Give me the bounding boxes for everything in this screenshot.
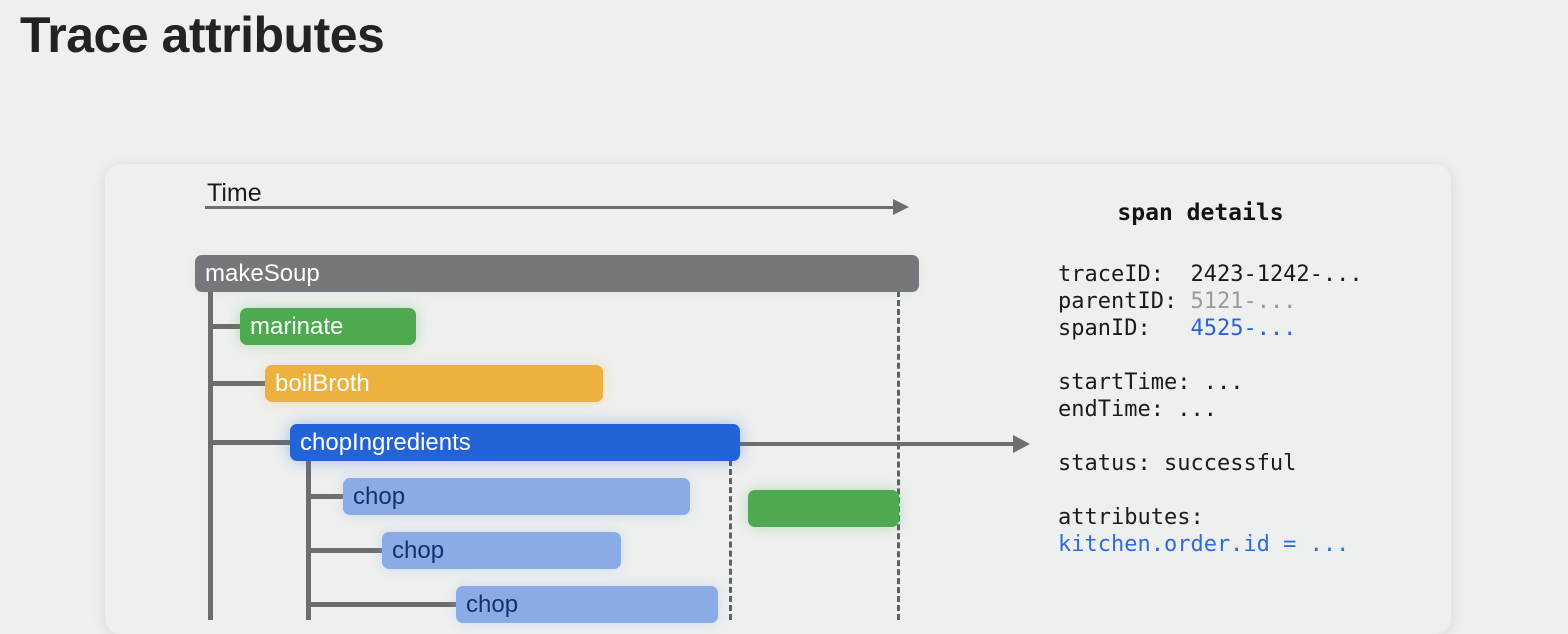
detail-value-spanid: 4525-...: [1190, 316, 1297, 341]
detail-pointer-arrow-icon: [1013, 435, 1030, 453]
dashed-guide-left: [729, 460, 732, 620]
detail-key-attributes: attributes:: [1058, 505, 1204, 530]
detail-value-parentid: 5121-...: [1190, 289, 1297, 314]
time-axis-line: [205, 206, 895, 209]
detail-row-parentid: parentID: 5121-...: [1058, 288, 1398, 315]
span-bar-chopingredients[interactable]: chopIngredients: [290, 424, 740, 461]
detail-key-endtime: endTime:: [1058, 397, 1164, 422]
detail-spacer-3: [1058, 477, 1398, 504]
time-axis-label: Time: [207, 179, 262, 207]
detail-row-endtime: endTime: ...: [1058, 396, 1398, 423]
detail-value-endtime: ...: [1177, 397, 1217, 422]
detail-value-starttime: ...: [1203, 370, 1244, 395]
detail-key-parentid: parentID:: [1058, 289, 1178, 314]
span-label-chopingredients: chopIngredients: [300, 428, 471, 456]
connector-branch-chop-1: [306, 494, 348, 499]
span-bar-chop-3[interactable]: chop: [456, 586, 718, 623]
detail-key-status: status:: [1058, 451, 1151, 476]
detail-spacer-2: [1058, 423, 1398, 450]
span-label-makesoup: makeSoup: [205, 259, 320, 287]
connector-branch-chopingredients: [208, 440, 296, 445]
span-label-boilbroth: boilBroth: [275, 369, 370, 397]
dashed-guide-right: [897, 291, 900, 620]
detail-key-traceid: traceID:: [1058, 262, 1164, 287]
detail-row-attributes: attributes:: [1058, 504, 1398, 531]
detail-key-starttime: startTime:: [1058, 370, 1191, 395]
connector-branch-chop-2: [306, 548, 386, 553]
detail-value-traceid: 2423-1242-...: [1190, 262, 1363, 287]
span-bar-chop-2[interactable]: chop: [382, 532, 621, 569]
span-details-title: span details: [1117, 200, 1284, 226]
page-title: Trace attributes: [20, 7, 385, 63]
detail-value-status: successful: [1163, 451, 1297, 476]
span-label-marinate: marinate: [250, 312, 344, 340]
span-label-chop-2: chop: [392, 536, 445, 564]
connector-trunk-chopingredients: [306, 460, 311, 620]
detail-row-starttime: startTime: ...: [1058, 369, 1398, 396]
detail-row-status: status: successful: [1058, 450, 1398, 477]
span-bar-marinate[interactable]: marinate: [240, 308, 416, 345]
time-axis-arrow-icon: [893, 199, 909, 215]
connector-branch-marinate: [208, 324, 244, 329]
span-bar-makesoup[interactable]: makeSoup: [195, 255, 919, 292]
detail-row-spanid: spanID: 4525-...: [1058, 315, 1398, 342]
detail-key-spanid: spanID:: [1058, 316, 1151, 341]
span-bar-chop-1[interactable]: chop: [343, 478, 690, 515]
span-label-chop-3: chop: [466, 590, 519, 618]
connector-branch-chop-3: [306, 602, 460, 607]
detail-spacer-1: [1058, 342, 1398, 369]
span-bar-unlabeled-green[interactable]: [748, 490, 899, 527]
detail-pointer-line: [740, 442, 1016, 446]
connector-trunk-makesoup: [208, 290, 213, 620]
connector-branch-boilbroth: [208, 381, 270, 386]
detail-row-attribute-item: kitchen.order.id = ...: [1058, 532, 1350, 557]
span-bar-boilbroth[interactable]: boilBroth: [265, 365, 603, 402]
span-label-chop-1: chop: [353, 482, 406, 510]
detail-row-traceid: traceID: 2423-1242-...: [1058, 261, 1398, 288]
span-details-panel: span details traceID: 2423-1242-... pare…: [1058, 200, 1398, 558]
